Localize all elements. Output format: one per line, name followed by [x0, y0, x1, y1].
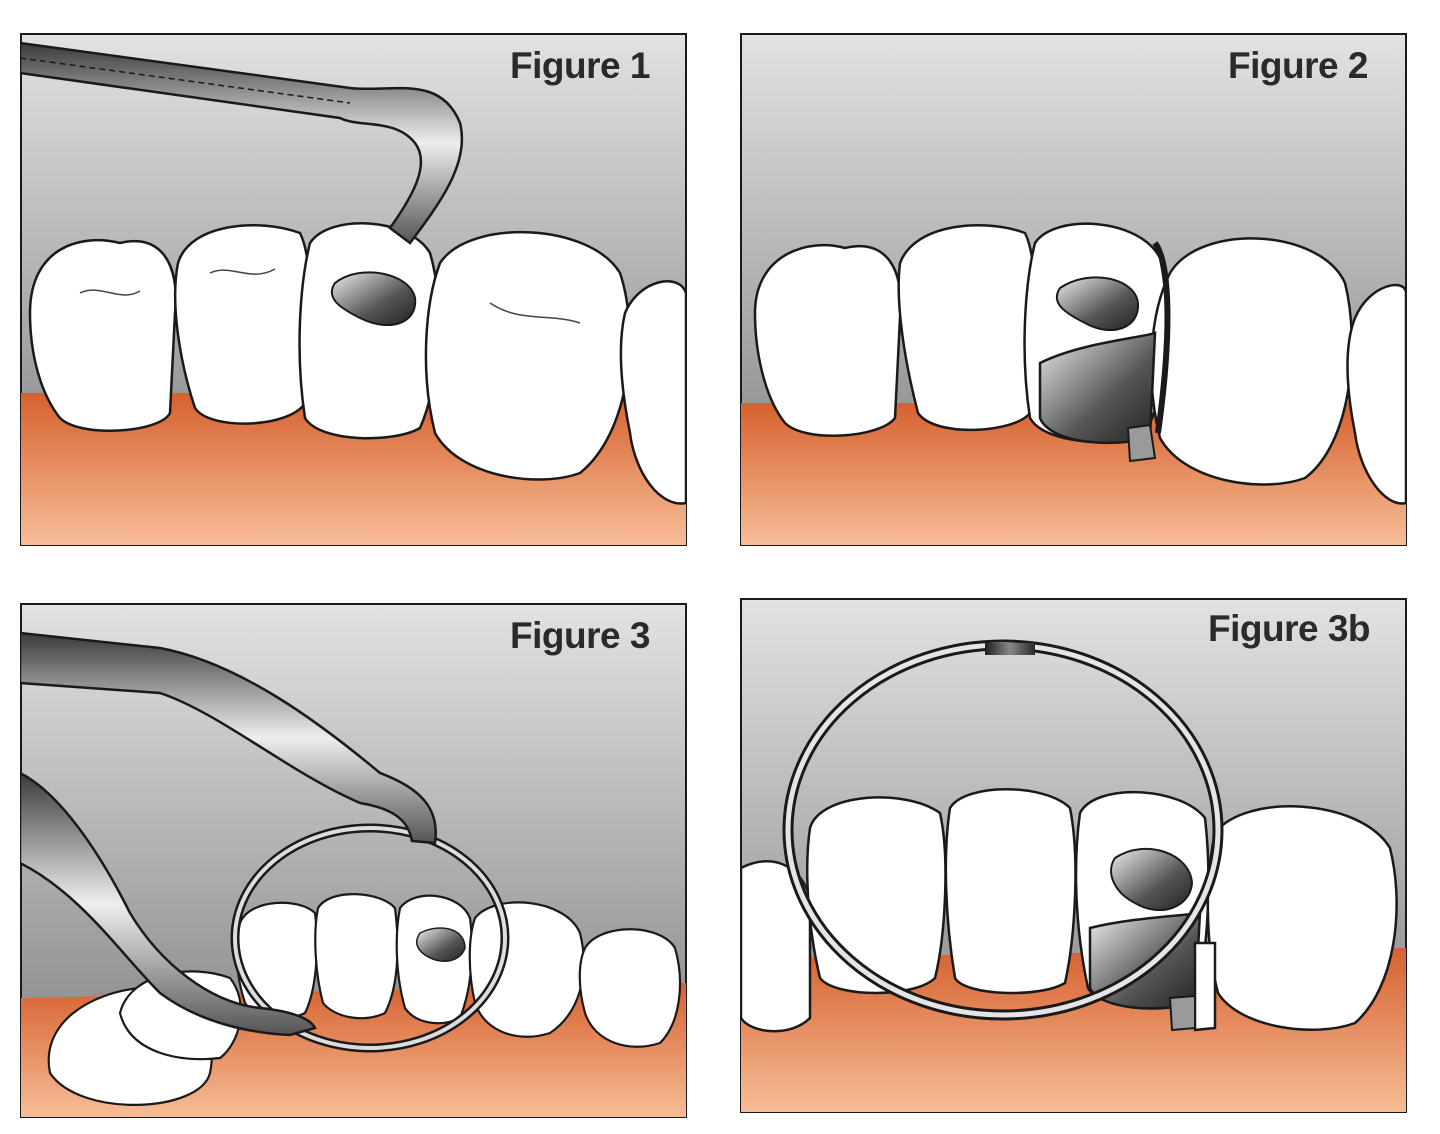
- cavity: [1110, 848, 1194, 912]
- tooth-molar: [468, 901, 585, 1038]
- figure-2-illustration: [740, 33, 1407, 546]
- figure-label: Figure 3: [510, 615, 650, 656]
- figure-1-panel: Figure 1: [20, 33, 687, 546]
- figure-label: Figure 1: [510, 45, 650, 86]
- figure-3b-illustration: [740, 598, 1407, 1113]
- figure-label: Figure 3b: [1208, 608, 1371, 649]
- tooth: [314, 893, 399, 1020]
- tooth: [805, 796, 947, 995]
- tooth: [578, 928, 682, 1048]
- tooth: [753, 243, 902, 437]
- tooth-molar: [1206, 805, 1398, 1031]
- ring-forceps-lower-arm: [20, 771, 317, 1037]
- tooth: [1346, 283, 1407, 505]
- figure-1-illustration: [20, 33, 687, 546]
- wedge: [1168, 994, 1196, 1032]
- tooth: [173, 224, 312, 425]
- teeth-row: [28, 222, 687, 505]
- tooth-prepared: [298, 222, 440, 440]
- forceps: [20, 41, 464, 245]
- ring-hinge: [985, 643, 1035, 655]
- tooth: [944, 788, 1077, 995]
- cavity: [415, 927, 466, 962]
- tooth-molar: [1150, 237, 1354, 486]
- figure-label: Figure 2: [1228, 45, 1368, 86]
- tooth-molar: [424, 230, 631, 481]
- cavity: [1055, 276, 1140, 332]
- wedge: [1126, 423, 1157, 463]
- figure-2-panel: Figure 2: [740, 33, 1407, 546]
- tooth: [28, 239, 177, 432]
- figure-3-illustration: [20, 603, 687, 1118]
- figure-3-panel: Figure 3: [20, 603, 687, 1118]
- tooth: [740, 860, 812, 1033]
- ring-forceps-upper-arm: [20, 631, 437, 845]
- ring-tine: [1193, 941, 1217, 1032]
- tooth: [619, 280, 687, 505]
- figure-3b-panel: Figure 3b: [740, 598, 1407, 1113]
- tooth: [235, 901, 319, 1020]
- tooth: [897, 224, 1037, 432]
- cavity: [330, 271, 417, 327]
- teeth-row: [753, 222, 1407, 505]
